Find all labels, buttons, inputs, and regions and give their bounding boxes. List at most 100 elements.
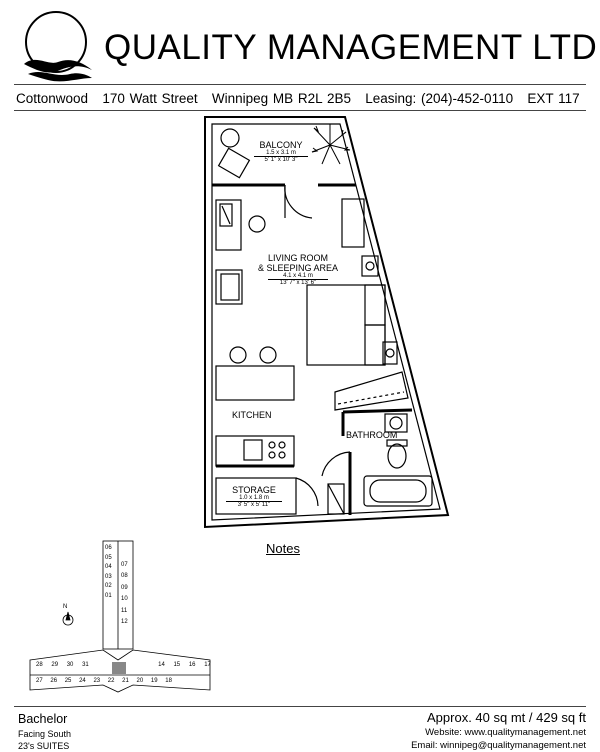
plant-icon	[311, 124, 351, 165]
balcony-chair	[217, 147, 251, 179]
balcony-label: BALCONY 1.5 x 3.1 m 5' 1" x 10' 3"	[254, 140, 308, 163]
unit-number: 12	[121, 618, 128, 625]
unit-number: 11	[121, 607, 128, 614]
unit-number: 10	[121, 596, 128, 603]
unit-number: 16	[188, 662, 196, 668]
room-name: BALCONY	[259, 140, 303, 150]
facing: Facing South	[18, 729, 72, 739]
unit-number: 27	[36, 678, 43, 684]
storage-door-swing	[295, 477, 319, 507]
room-metric: 1.0 x 1.8 m	[226, 495, 282, 502]
sink	[384, 413, 408, 433]
stool	[229, 346, 247, 364]
kitchen-island	[215, 365, 295, 401]
nightstand	[382, 341, 398, 365]
unit-number: 18	[165, 678, 172, 684]
kitchen-label: KITCHEN	[232, 410, 272, 420]
desk	[215, 199, 242, 251]
desk-computer	[219, 203, 233, 227]
notes-label: Notes	[266, 541, 300, 556]
unit-number: 24	[79, 678, 86, 684]
key-plan-right-column: 07 08 09 10 11 12	[121, 560, 128, 628]
room-imperial: 13' 7" x 13' 6"	[279, 280, 317, 286]
unit-number: 05	[105, 554, 112, 561]
leasing-phone: Leasing: (204)-452-0110	[365, 91, 514, 106]
bathroom-door-swing	[321, 451, 351, 477]
unit-number: 21	[122, 678, 129, 684]
footer-rule	[14, 706, 586, 707]
room-name: STORAGE	[232, 485, 276, 495]
linen-closet	[327, 483, 345, 515]
street-address: 170 Watt Street	[102, 91, 198, 106]
storage-room	[215, 477, 297, 515]
bathtub	[363, 475, 433, 507]
suites: 23's SUITES	[18, 741, 70, 751]
room-metric: 1.5 x 3.1 m	[254, 150, 308, 157]
company-name: QUALITY MANAGEMENT LTD.	[104, 28, 600, 67]
balcony-table	[220, 128, 240, 148]
unit-number: 04	[105, 564, 112, 571]
room-imperial: 5' 1" x 10' 3"	[264, 157, 298, 163]
storage-label: STORAGE 1.0 x 1.8 m 3' 5" x 5' 11"	[226, 485, 282, 508]
unit-number: 07	[121, 562, 128, 568]
unit-number: 01	[105, 592, 112, 599]
company-logo	[24, 11, 92, 82]
phone-extension: EXT 117	[527, 91, 580, 106]
closet	[334, 371, 409, 411]
wardrobe	[341, 198, 365, 248]
unit-number: 30	[66, 662, 74, 668]
room-name: LIVING ROOM	[267, 253, 328, 263]
key-plan-top-row: 28 29 30 31 14 15 16 17	[36, 662, 211, 668]
unit-number: 26	[50, 678, 58, 684]
bed-pillow-2	[364, 324, 386, 366]
info-rule	[14, 110, 586, 111]
north-label: N	[63, 604, 68, 610]
email-link[interactable]: Email: winnipeg@qualitymanagement.net	[411, 740, 586, 751]
bathroom-wall	[342, 408, 413, 414]
unit-number: 14	[158, 662, 165, 668]
unit-number: 15	[173, 662, 181, 668]
key-plan-unit-23	[112, 662, 126, 674]
inner-wall	[211, 123, 441, 521]
unit-number: 28	[36, 662, 43, 668]
key-plan-left-column: 06 05 04 03 02 01	[105, 544, 112, 602]
unit-number: 19	[150, 678, 158, 684]
website-link[interactable]: Website: www.qualitymanagement.net	[425, 727, 586, 738]
approx-area: Approx. 40 sq mt / 429 sq ft	[427, 710, 586, 725]
room-imperial: 3' 5" x 5' 11"	[237, 502, 271, 508]
header-rule	[14, 84, 586, 85]
unit-type: Bachelor	[18, 712, 68, 726]
unit-number: 02	[105, 583, 112, 590]
unit-number: 08	[121, 573, 128, 580]
unit-number: 06	[105, 545, 112, 551]
toilet	[387, 443, 407, 469]
north-arrow	[62, 611, 74, 626]
unit-number: 31	[82, 662, 89, 668]
stool-2	[259, 346, 277, 364]
unit-number: 25	[64, 678, 72, 684]
balcony-door-swing	[284, 184, 313, 219]
living-label: LIVING ROOM & SLEEPING AREA 4.1 x 4.1 m …	[254, 253, 342, 286]
unit-number: 17	[204, 662, 211, 668]
desk-chair	[248, 215, 266, 233]
room-metric: 4.1 x 4.1 m	[268, 273, 328, 280]
city-postal: Winnipeg MB R2L 2B5	[211, 91, 351, 106]
armchair	[215, 269, 243, 305]
outer-wall	[204, 116, 450, 529]
unit-number: 20	[136, 678, 144, 684]
bathroom-label: BATHROOM	[346, 430, 398, 440]
unit-number: 23	[93, 678, 101, 684]
unit-number: 22	[107, 678, 115, 684]
highlight-unit	[112, 662, 126, 674]
room-name-2: & SLEEPING AREA	[257, 263, 339, 273]
unit-number: 09	[121, 584, 128, 591]
unit-number: 03	[105, 573, 112, 580]
key-plan	[29, 540, 211, 693]
info-line: Cottonwood 170 Watt Street Winnipeg MB R…	[16, 91, 580, 106]
side-table	[361, 255, 379, 277]
building-name: Cottonwood	[16, 91, 89, 106]
bed-pillow	[364, 284, 386, 326]
unit-number: 29	[51, 662, 59, 668]
key-plan-bottom-row: 27 26 25 24 23 22 21 20 19 18	[36, 678, 172, 684]
